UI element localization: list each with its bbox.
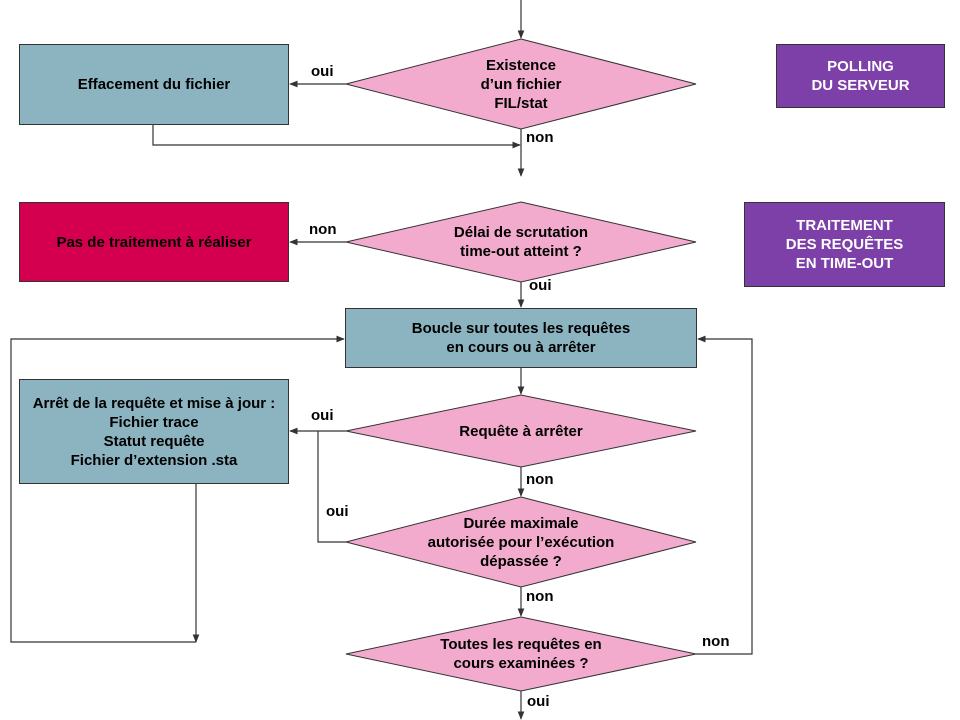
arrow-delete-to-main xyxy=(152,125,521,149)
decision-request-to-stop: Requête à arrêter xyxy=(459,422,583,440)
label-non-file-exists: non xyxy=(526,129,554,146)
decision-max-duration: Durée maximale autorisée pour l’exécutio… xyxy=(427,514,615,570)
arrow-return-left-loop xyxy=(10,335,345,643)
label-oui-all-examined: oui xyxy=(527,693,550,710)
arrow-all-examined-non xyxy=(696,335,753,655)
box-stop-request: Arrêt de la requête et mise à jour : Fic… xyxy=(19,379,289,484)
decision-all-examined: Toutes les requêtes en cours examinées ? xyxy=(440,636,602,672)
decision-file-exists: Existence d’un fichier FIL/stat xyxy=(480,56,562,112)
box-delete-file: Effacement du fichier xyxy=(19,44,289,125)
label-oui-timeout: oui xyxy=(529,277,552,294)
decision-timeout-reached: Délai de scrutation time-out atteint ? xyxy=(453,224,589,260)
label-oui-max-duration: oui xyxy=(326,503,349,520)
label-non-max-duration: non xyxy=(526,588,554,605)
box-loop-requests: Boucle sur toutes les requêtes en cours … xyxy=(345,308,697,368)
box-no-processing: Pas de traitement à réaliser xyxy=(19,202,289,282)
label-oui-file-exists: oui xyxy=(311,63,334,80)
section-timeout-processing: TRAITEMENT DES REQUÊTES EN TIME-OUT xyxy=(744,202,945,287)
label-non-request-stop: non xyxy=(526,471,554,488)
label-non-all-examined: non xyxy=(702,633,730,650)
arrow-max-duration-oui xyxy=(317,431,346,543)
section-polling: POLLING DU SERVEUR xyxy=(776,44,945,108)
label-oui-request-stop: oui xyxy=(311,407,334,424)
label-non-timeout: non xyxy=(309,221,337,238)
